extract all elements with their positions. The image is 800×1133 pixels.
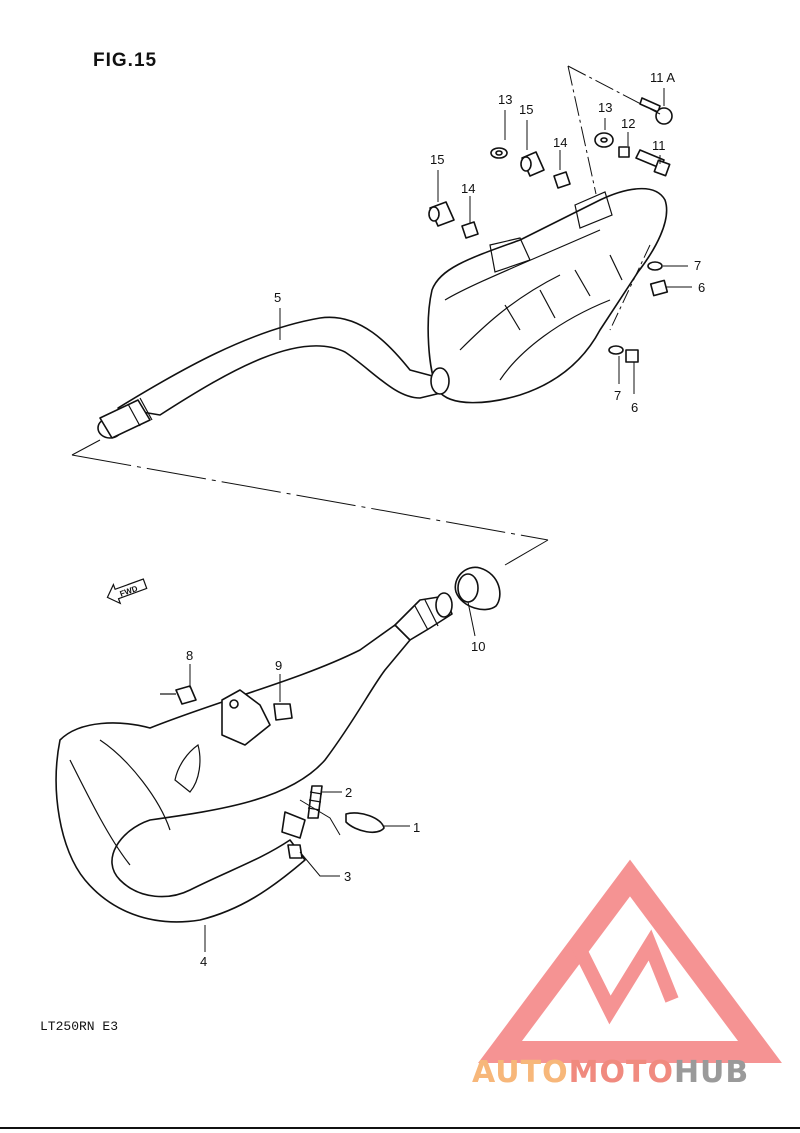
- washer-7b: [608, 345, 624, 355]
- pipe-collar: [99, 399, 151, 439]
- callout-15b: 15: [430, 152, 444, 167]
- callout-13b: 13: [598, 100, 612, 115]
- washer-7a: [647, 261, 663, 271]
- collar-14b: [461, 221, 479, 239]
- forward-direction-badge: FWD: [106, 578, 148, 605]
- bolt-11a: [639, 97, 661, 113]
- sensor-8: [175, 685, 197, 705]
- callout-3: 3: [344, 869, 351, 884]
- mount-bracket-upper: [574, 191, 613, 229]
- nut-12: [618, 146, 630, 158]
- callout-12: 12: [621, 116, 635, 131]
- bolt-6b: [625, 349, 639, 363]
- nut-9: [273, 703, 293, 721]
- callout-4: 4: [200, 954, 207, 969]
- callout-11a: 11 A: [650, 70, 675, 85]
- muffler-assembly: [97, 187, 668, 439]
- exhaust-pipe-assembly: [55, 592, 453, 923]
- fwd-label: FWD: [119, 584, 139, 599]
- callout-8: 8: [186, 648, 193, 663]
- mounting-hardware: [428, 97, 673, 363]
- heat-shield-emblem: [174, 744, 201, 793]
- watermark-auto: AUTO: [472, 1055, 569, 1090]
- exhaust-pipe-body: [55, 624, 411, 923]
- watermark-triangle-icon: [478, 859, 782, 1063]
- muffler-inlet-ring: [430, 367, 450, 395]
- callout-11: 11: [652, 138, 666, 153]
- callout-5: 5: [274, 290, 281, 305]
- watermark-moto: MOTO: [569, 1055, 674, 1090]
- muffler-body: [427, 187, 668, 404]
- figure-title: FIG.15: [93, 50, 157, 71]
- callout-9: 9: [275, 658, 282, 673]
- callout-7a: 7: [694, 258, 701, 273]
- bolt-6a: [649, 279, 669, 297]
- mount-bracket-lower: [489, 237, 531, 273]
- callout-labels: 1 2 3 4 5 6 6 7 7 8 9 10 11 11 A 12 13 1…: [186, 70, 705, 969]
- watermark-hub: HUB: [674, 1055, 749, 1090]
- leader-lines: [189, 88, 692, 952]
- callout-7b: 7: [614, 388, 621, 403]
- callout-6a: 6: [698, 280, 705, 295]
- watermark-text: AUTOMOTOHUB: [472, 1055, 749, 1090]
- callout-6b: 6: [631, 400, 638, 415]
- model-code: LT250RN E3: [40, 1019, 118, 1034]
- callout-13a: 13: [498, 92, 512, 107]
- callout-1: 1: [413, 820, 420, 835]
- callout-15a: 15: [519, 102, 533, 117]
- exhaust-flange: [281, 811, 306, 839]
- collar-14a: [553, 171, 571, 189]
- muffler-pipe: [117, 316, 446, 416]
- watermark-logo: [478, 859, 782, 1063]
- nut-3: [287, 844, 303, 859]
- gasket-1: [345, 812, 385, 834]
- callout-14a: 14: [553, 135, 567, 150]
- callout-10: 10: [471, 639, 485, 654]
- exhaust-hardware: [160, 566, 501, 859]
- callout-2: 2: [345, 785, 352, 800]
- callout-14b: 14: [461, 181, 475, 196]
